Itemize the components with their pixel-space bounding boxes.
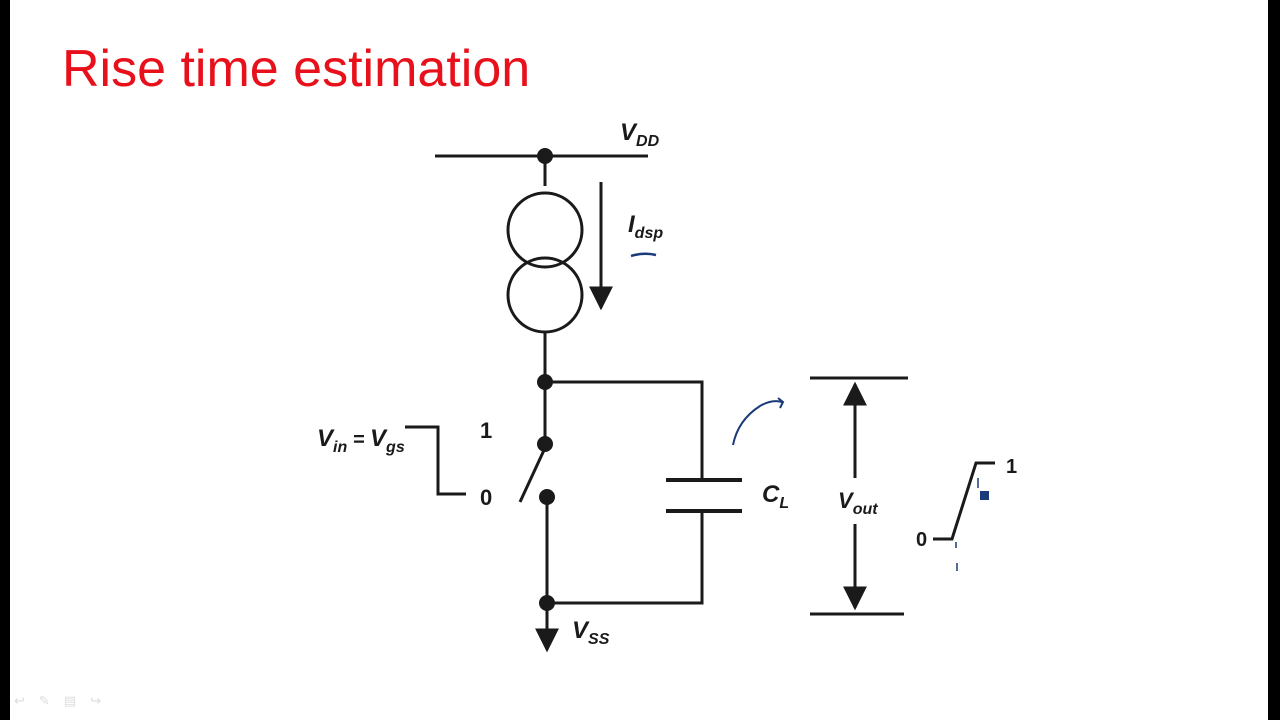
output-low-label: 0	[916, 529, 927, 551]
annotation-cursor-mark	[980, 491, 989, 500]
slide: Rise time estimation	[10, 0, 1268, 720]
vin-label: Vin = Vgs	[317, 425, 405, 456]
cap-to-vss-wire	[547, 511, 704, 605]
handwritten-underline	[630, 252, 657, 258]
input-step-waveform	[405, 425, 466, 496]
back-arrow-icon[interactable]: ↩	[14, 694, 25, 709]
switch-position-1-label: 1	[480, 418, 492, 443]
output-ramp-waveform	[933, 461, 995, 541]
menu-icon[interactable]: ▤	[63, 694, 77, 709]
forward-arrow-icon[interactable]: ↪	[90, 694, 102, 709]
slide-title: Rise time estimation	[62, 40, 531, 98]
current-source-lower-circle	[506, 256, 584, 334]
idsp-label: Idsp	[628, 211, 663, 242]
pen-icon[interactable]: ✎	[38, 694, 50, 709]
switch-position-0-label: 0	[480, 485, 492, 510]
slideshow-controls: ↩ ✎ ▤ ↪	[14, 694, 101, 709]
cl-label: CL	[762, 481, 789, 512]
output-to-cap-wire	[545, 380, 704, 480]
handwritten-hook	[777, 397, 785, 409]
switch-top-contact	[537, 436, 553, 452]
handwritten-curve	[732, 400, 783, 446]
vout-label: Vout	[838, 488, 878, 518]
current-source-upper-circle	[506, 191, 584, 269]
vss-label: VSS	[572, 617, 610, 648]
output-high-label: 1	[1006, 456, 1017, 478]
switch-blade	[518, 447, 547, 503]
vdd-label: VDD	[620, 119, 660, 150]
